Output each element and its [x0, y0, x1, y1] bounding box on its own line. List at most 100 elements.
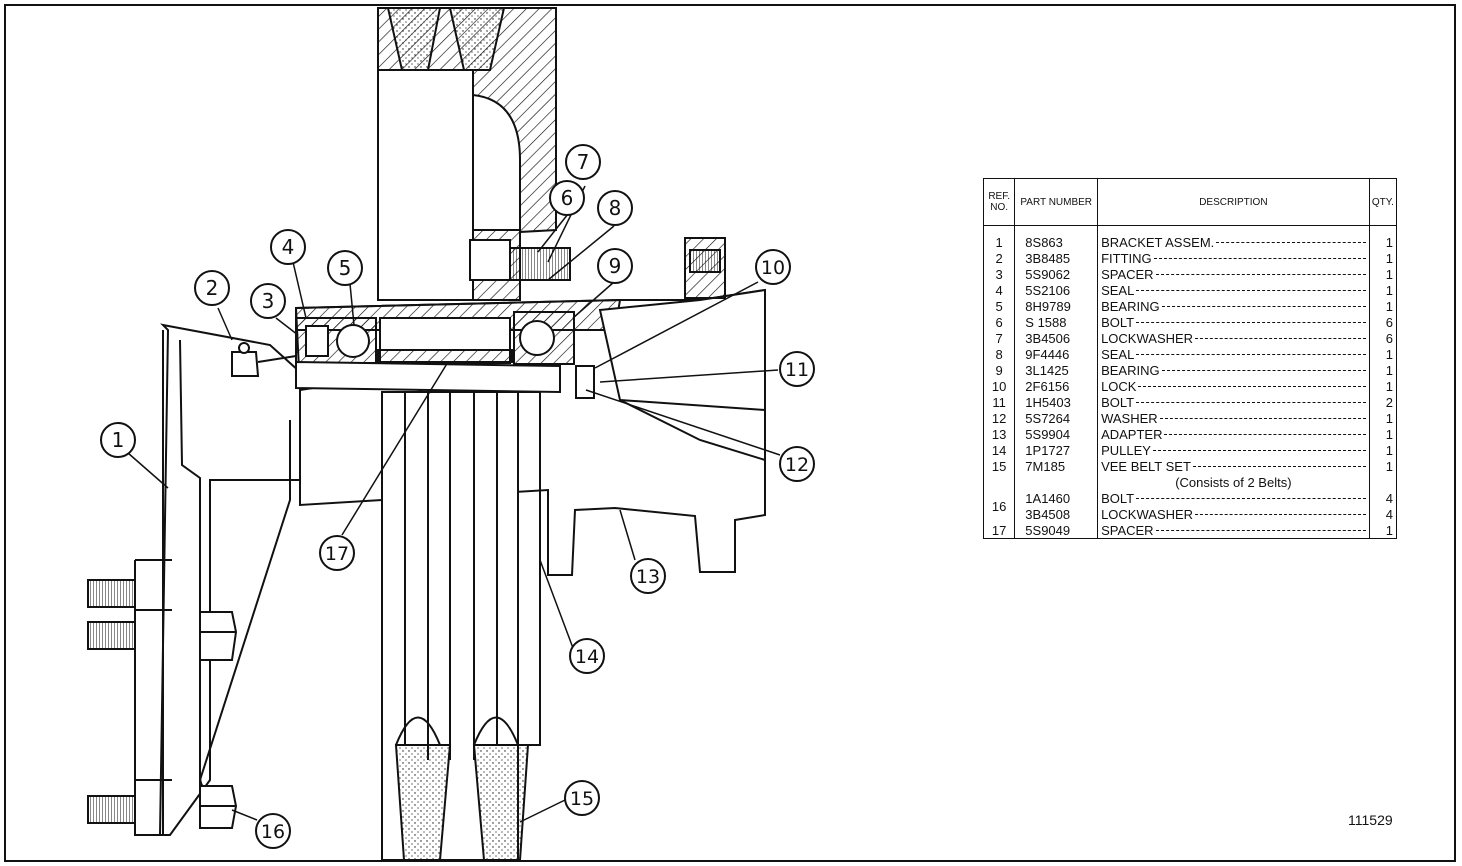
cell-description: SEAL [1097, 346, 1370, 362]
cell-qty: 1 [1368, 522, 1398, 539]
callout-7: 7 [565, 144, 601, 180]
cell-note: (Consists of 2 Belts) [1097, 474, 1370, 490]
cell-qty: 4 [1368, 506, 1398, 522]
cell-ref: 16 [982, 490, 1016, 522]
cell-description: BEARING [1097, 298, 1370, 314]
header-description: DESCRIPTION [1097, 178, 1370, 226]
cell-part-number: 3L1425 [1014, 362, 1099, 378]
cell-qty: 1 [1368, 426, 1398, 442]
stud-bolts [87, 579, 136, 824]
callout-14: 14 [569, 638, 605, 674]
cell-qty: 1 [1368, 442, 1398, 458]
cell-qty: 2 [1368, 394, 1398, 410]
cell-part-number: 1P1727 [1014, 442, 1099, 458]
callout-1: 1 [100, 422, 136, 458]
cell-description: WASHER [1097, 410, 1370, 426]
svg-text:12: 12 [785, 454, 809, 476]
cell-qty: 1 [1368, 378, 1398, 394]
cell-part-number: 5S9904 [1014, 426, 1099, 442]
callout-11: 11 [779, 351, 815, 387]
svg-text:6: 6 [561, 186, 574, 210]
adapter-housing [294, 237, 766, 576]
cell-qty: 4 [1368, 490, 1398, 506]
cell-qty: 1 [1368, 266, 1398, 282]
cell-part-number: 5S9062 [1014, 266, 1099, 282]
cell-part-number: 5S2106 [1014, 282, 1099, 298]
cell-ref: 6 [982, 314, 1016, 330]
callout-4: 4 [270, 229, 306, 265]
pulley-upper [377, 7, 571, 301]
svg-text:5: 5 [339, 256, 352, 280]
leader-lines [127, 185, 781, 823]
svg-text:7: 7 [577, 150, 590, 174]
cell-ref: 4 [982, 282, 1016, 298]
cell-description: LOCK [1097, 378, 1370, 394]
svg-text:15: 15 [570, 788, 594, 810]
pulley-lower [381, 391, 541, 861]
cell-ref: 1 [982, 225, 1016, 250]
svg-text:9: 9 [609, 254, 622, 278]
cell-ref: 3 [982, 266, 1016, 282]
drawing-frame [4, 4, 1456, 862]
cell-description: BOLT [1097, 314, 1370, 330]
cell-ref: 7 [982, 330, 1016, 346]
cell-part-number: 7M185 [1014, 458, 1099, 474]
cell-part-number: 9F4446 [1014, 346, 1099, 362]
grease-fitting [231, 342, 297, 377]
svg-text:13: 13 [636, 566, 660, 588]
callout-12: 12 [779, 446, 815, 482]
callout-3: 3 [250, 283, 286, 319]
cell-ref: 10 [982, 378, 1016, 394]
svg-text:10: 10 [761, 257, 785, 279]
cell-ref: 12 [982, 410, 1016, 426]
svg-text:16: 16 [261, 821, 285, 843]
callout-6: 6 [549, 180, 585, 216]
bearings [295, 311, 595, 399]
table-header-row: REF. NO. PART NUMBER DESCRIPTION QTY. [982, 178, 1398, 226]
cell-ref: 9 [982, 362, 1016, 378]
cell-part-number: 3B4508 [1014, 506, 1099, 522]
cell-qty: 1 [1368, 282, 1398, 298]
svg-text:17: 17 [325, 543, 349, 565]
cell-part-number: 3B4506 [1014, 330, 1099, 346]
callouts: 1 2 3 4 5 6 7 8 9 10 11 12 13 14 15 16 1… [100, 144, 815, 849]
cell-qty: 6 [1368, 314, 1398, 330]
callout-15: 15 [564, 780, 600, 816]
cell-description: SEAL [1097, 282, 1370, 298]
cell-qty: 1 [1368, 410, 1398, 426]
cell-ref: 13 [982, 426, 1016, 442]
cell-description: LOCKWASHER [1097, 506, 1370, 522]
callout-8: 8 [597, 190, 633, 226]
cell-ref: 17 [982, 522, 1016, 539]
cell-description: BEARING [1097, 362, 1370, 378]
cell-description: SPACER [1097, 522, 1370, 539]
header-part-number: PART NUMBER [1014, 178, 1099, 226]
svg-text:8: 8 [609, 196, 622, 220]
cell-qty: 1 [1368, 458, 1398, 474]
callout-2: 2 [194, 270, 230, 306]
cell-qty: 1 [1368, 346, 1398, 362]
cell-description: BOLT [1097, 490, 1370, 506]
cell-ref: 11 [982, 394, 1016, 410]
cell-part-number: 8S863 [1014, 225, 1099, 250]
cell-part-number: 1A1460 [1014, 490, 1099, 506]
header-qty: QTY. [1368, 178, 1398, 226]
cell-part-number: S 1588 [1014, 314, 1099, 330]
svg-text:3: 3 [262, 289, 275, 313]
table-row-note: (Consists of 2 Belts) [982, 474, 1398, 490]
